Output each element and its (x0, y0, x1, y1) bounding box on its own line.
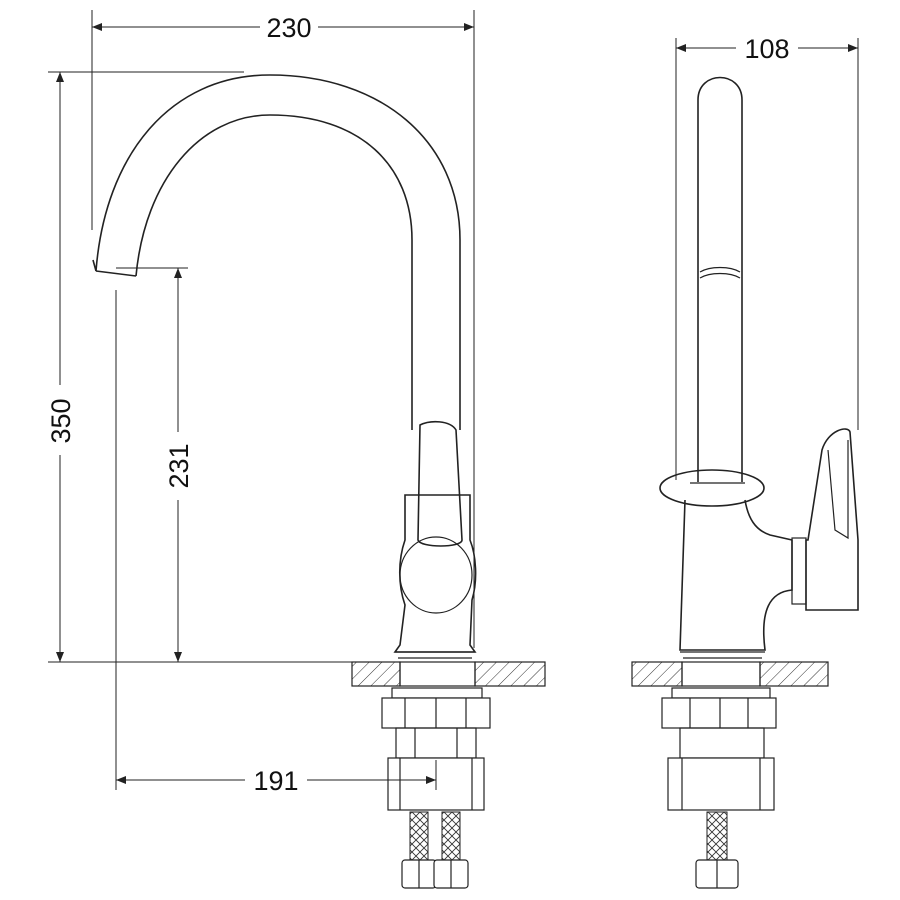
front-body-bulge (399, 536, 473, 614)
front-shank (395, 727, 477, 759)
front-spout (95, 74, 461, 430)
front-view: 230 350 231 191 (46, 10, 546, 889)
side-hose (706, 811, 728, 861)
dim-label-231: 231 (164, 443, 194, 488)
side-shank (679, 727, 765, 759)
front-body (393, 494, 477, 653)
front-countertop-left (351, 661, 401, 687)
side-lever (805, 428, 859, 611)
side-countertop-right (759, 661, 829, 687)
front-hose-right (441, 811, 461, 861)
front-lever (417, 420, 463, 547)
front-countertop-right (474, 661, 546, 687)
front-spout-tip (92, 259, 137, 277)
side-mount-nut (661, 697, 777, 729)
dim-label-350: 350 (46, 398, 76, 443)
dim-label-230: 230 (266, 13, 311, 43)
side-lower-nut (667, 757, 775, 811)
front-hose-left (409, 811, 429, 861)
side-mount-washer (671, 687, 771, 699)
side-view: 108 (631, 34, 859, 889)
dim-label-191: 191 (253, 766, 298, 796)
dim-label-108: 108 (744, 34, 789, 64)
side-countertop-left (631, 661, 683, 687)
front-mount-washer (391, 687, 483, 699)
side-body (679, 499, 793, 651)
side-spout (697, 76, 743, 482)
side-swivel-ring (659, 469, 765, 507)
